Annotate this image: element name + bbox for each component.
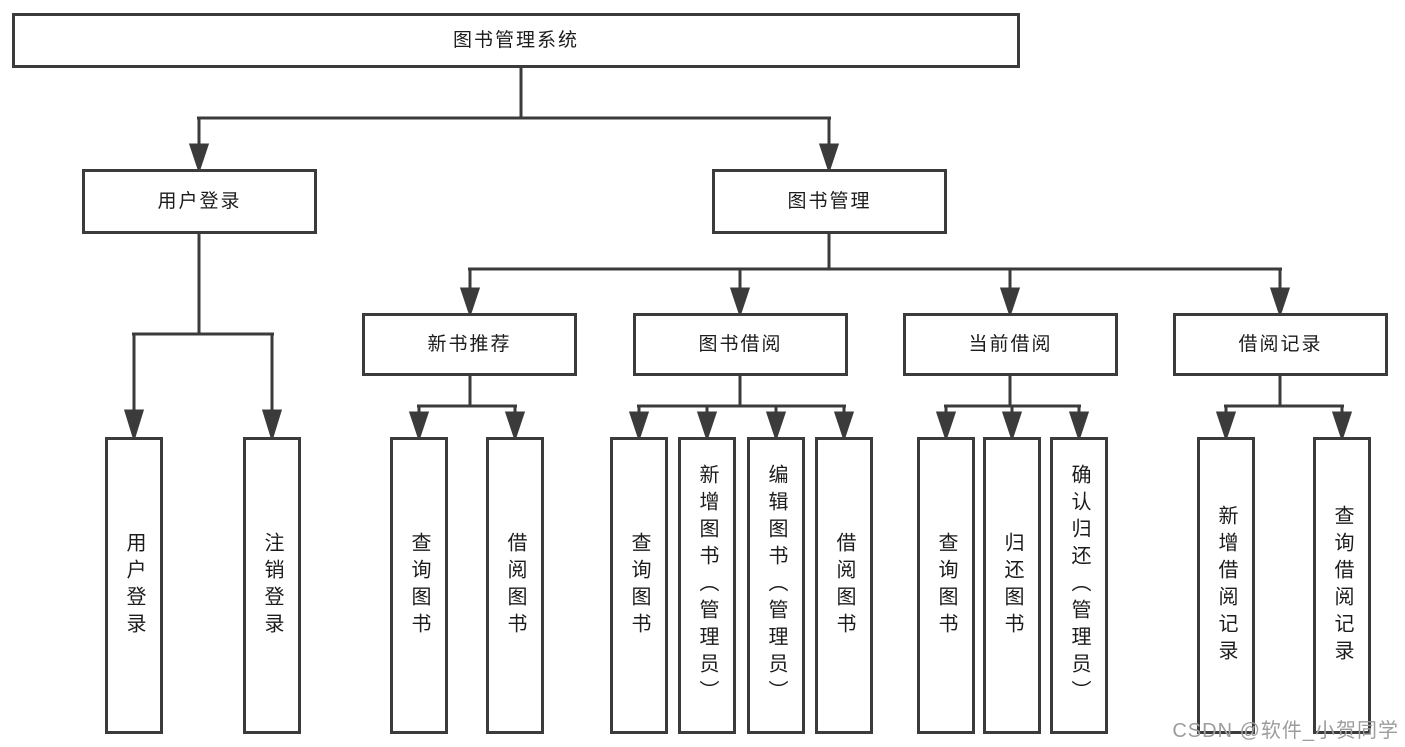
node-borrow-records: 借阅记录: [1173, 313, 1388, 376]
leaf-return-books: 归还图书: [983, 437, 1041, 734]
leaf-label: 借阅图书: [833, 531, 855, 640]
leaf-label: 新增借阅记录: [1215, 504, 1237, 667]
leaf-user-login: 用户登录: [105, 437, 163, 734]
leaf-label: 查询借阅记录: [1331, 504, 1353, 667]
leaf-query-books: 查询图书: [610, 437, 668, 734]
leaf-query-books: 查询图书: [390, 437, 448, 734]
leaf-label: 编辑图书（管理员）: [765, 464, 787, 707]
watermark: CSDN @软件_小贺同学: [1172, 720, 1399, 742]
leaf-label: 借阅图书: [504, 531, 526, 640]
leaf-label: 新增图书（管理员）: [696, 464, 718, 707]
leaf-label: 确认归还（管理员）: [1068, 464, 1090, 707]
node-root: 图书管理系统: [12, 13, 1020, 68]
leaf-label: 查询图书: [935, 531, 957, 640]
leaf-edit-books-admin: 编辑图书（管理员）: [747, 437, 805, 734]
leaf-label: 查询图书: [408, 531, 430, 640]
leaf-label: 查询图书: [628, 531, 650, 640]
leaf-logout: 注销登录: [243, 437, 301, 734]
leaf-borrow-books: 借阅图书: [486, 437, 544, 734]
leaf-borrow-books: 借阅图书: [815, 437, 873, 734]
node-book-borrow: 图书借阅: [633, 313, 848, 376]
node-book-management: 图书管理: [712, 169, 947, 234]
leaf-query-books: 查询图书: [917, 437, 975, 734]
leaf-label: 归还图书: [1001, 531, 1023, 640]
node-user-login: 用户登录: [82, 169, 317, 234]
leaf-add-borrow-record: 新增借阅记录: [1197, 437, 1255, 734]
leaf-query-borrow-record: 查询借阅记录: [1313, 437, 1371, 734]
node-current-borrow: 当前借阅: [903, 313, 1118, 376]
leaf-confirm-return-admin: 确认归还（管理员）: [1050, 437, 1108, 734]
leaf-add-books-admin: 新增图书（管理员）: [678, 437, 736, 734]
leaf-label: 用户登录: [123, 531, 145, 640]
leaf-label: 注销登录: [261, 531, 283, 640]
node-new-book-recommend: 新书推荐: [362, 313, 577, 376]
